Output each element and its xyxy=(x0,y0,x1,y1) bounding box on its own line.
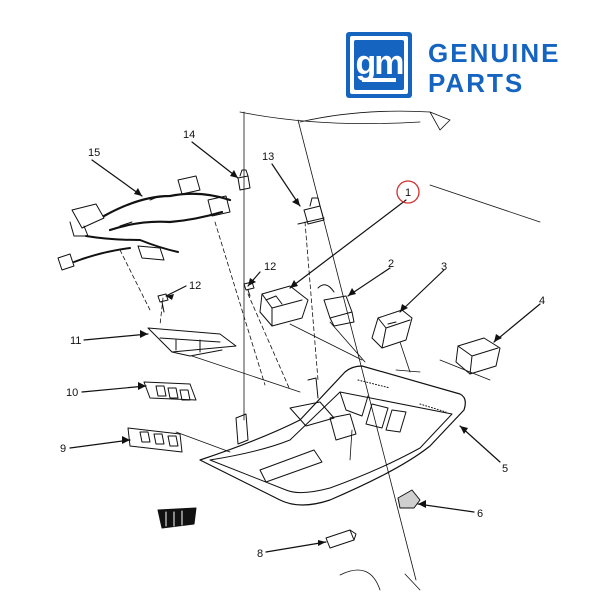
dashed-leaders xyxy=(119,221,319,391)
callout-9: 9 xyxy=(60,443,66,455)
module-part-4 xyxy=(455,337,501,375)
switch-panel-part-9 xyxy=(127,427,183,453)
callout-1-highlight-ring xyxy=(396,180,420,204)
screw-part-12-left xyxy=(157,293,169,313)
callout-8: 8 xyxy=(257,548,263,560)
lamp-module-part-1 xyxy=(259,285,309,327)
callout-arrowheads xyxy=(122,170,502,546)
clip-part-14 xyxy=(237,169,251,191)
bulb-part-8 xyxy=(325,529,357,549)
switch-bank-part-10 xyxy=(143,381,197,401)
callout-5: 5 xyxy=(502,463,508,475)
bracket-part-11 xyxy=(147,327,237,357)
callout-12-right: 12 xyxy=(264,261,276,273)
callout-2: 2 xyxy=(388,258,394,270)
callout-6: 6 xyxy=(477,508,483,520)
front-arrow-icon xyxy=(157,507,197,529)
wiring-harness-part-15 xyxy=(57,175,232,271)
brand-line-genuine: GENUINE xyxy=(428,38,561,68)
callout-1: 1 xyxy=(405,187,411,199)
switch-part-3 xyxy=(371,309,413,349)
callout-4: 4 xyxy=(539,295,545,307)
bracket-part-13 xyxy=(297,197,325,225)
callout-14: 14 xyxy=(183,129,195,141)
brand-header: gm GENUINE PARTS xyxy=(346,32,576,104)
callout-leaders xyxy=(69,141,541,553)
callout-11: 11 xyxy=(70,335,81,347)
gm-logo: gm xyxy=(346,32,412,98)
brand-line-parts: PARTS xyxy=(428,68,525,98)
callout-12-left: 12 xyxy=(189,280,201,292)
gm-logo-text: gm xyxy=(355,44,405,82)
callout-15: 15 xyxy=(88,147,100,159)
callout-labels: 1 2 3 4 5 6 8 9 10 11 12 12 13 14 15 xyxy=(60,129,545,560)
connector-part-2 xyxy=(317,284,355,327)
lens-part-6 xyxy=(397,489,421,509)
roof-outline xyxy=(239,110,541,591)
assembly-leaders xyxy=(175,321,491,461)
console-housing-part-5 xyxy=(199,365,466,506)
callout-13: 13 xyxy=(262,151,274,163)
callout-10: 10 xyxy=(66,387,78,399)
callout-3: 3 xyxy=(441,261,447,273)
